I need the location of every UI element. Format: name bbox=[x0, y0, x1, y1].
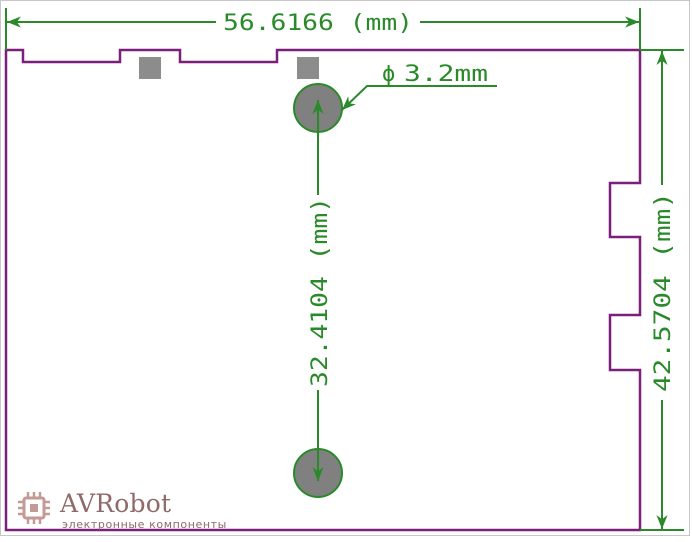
chip-icon bbox=[18, 492, 50, 524]
height-dimension-label: 42.5704 (mm) bbox=[651, 192, 676, 392]
width-dimension-label: 56.6166 (mm) bbox=[223, 11, 413, 36]
logo-tagline: электронные компоненты bbox=[62, 518, 227, 531]
diameter-leader bbox=[341, 85, 497, 111]
pad-1 bbox=[139, 57, 161, 79]
hole-spacing-label: 32.4104 (mm) bbox=[308, 197, 333, 387]
board-outline bbox=[4, 48, 642, 532]
diameter-symbol: ϕ bbox=[382, 62, 395, 87]
diameter-value: 3.2mm bbox=[404, 62, 488, 87]
pad-2 bbox=[297, 57, 319, 79]
watermark-logo: AVRobot электронные компоненты bbox=[14, 488, 227, 534]
logo-brand: AVRobot bbox=[60, 489, 172, 518]
